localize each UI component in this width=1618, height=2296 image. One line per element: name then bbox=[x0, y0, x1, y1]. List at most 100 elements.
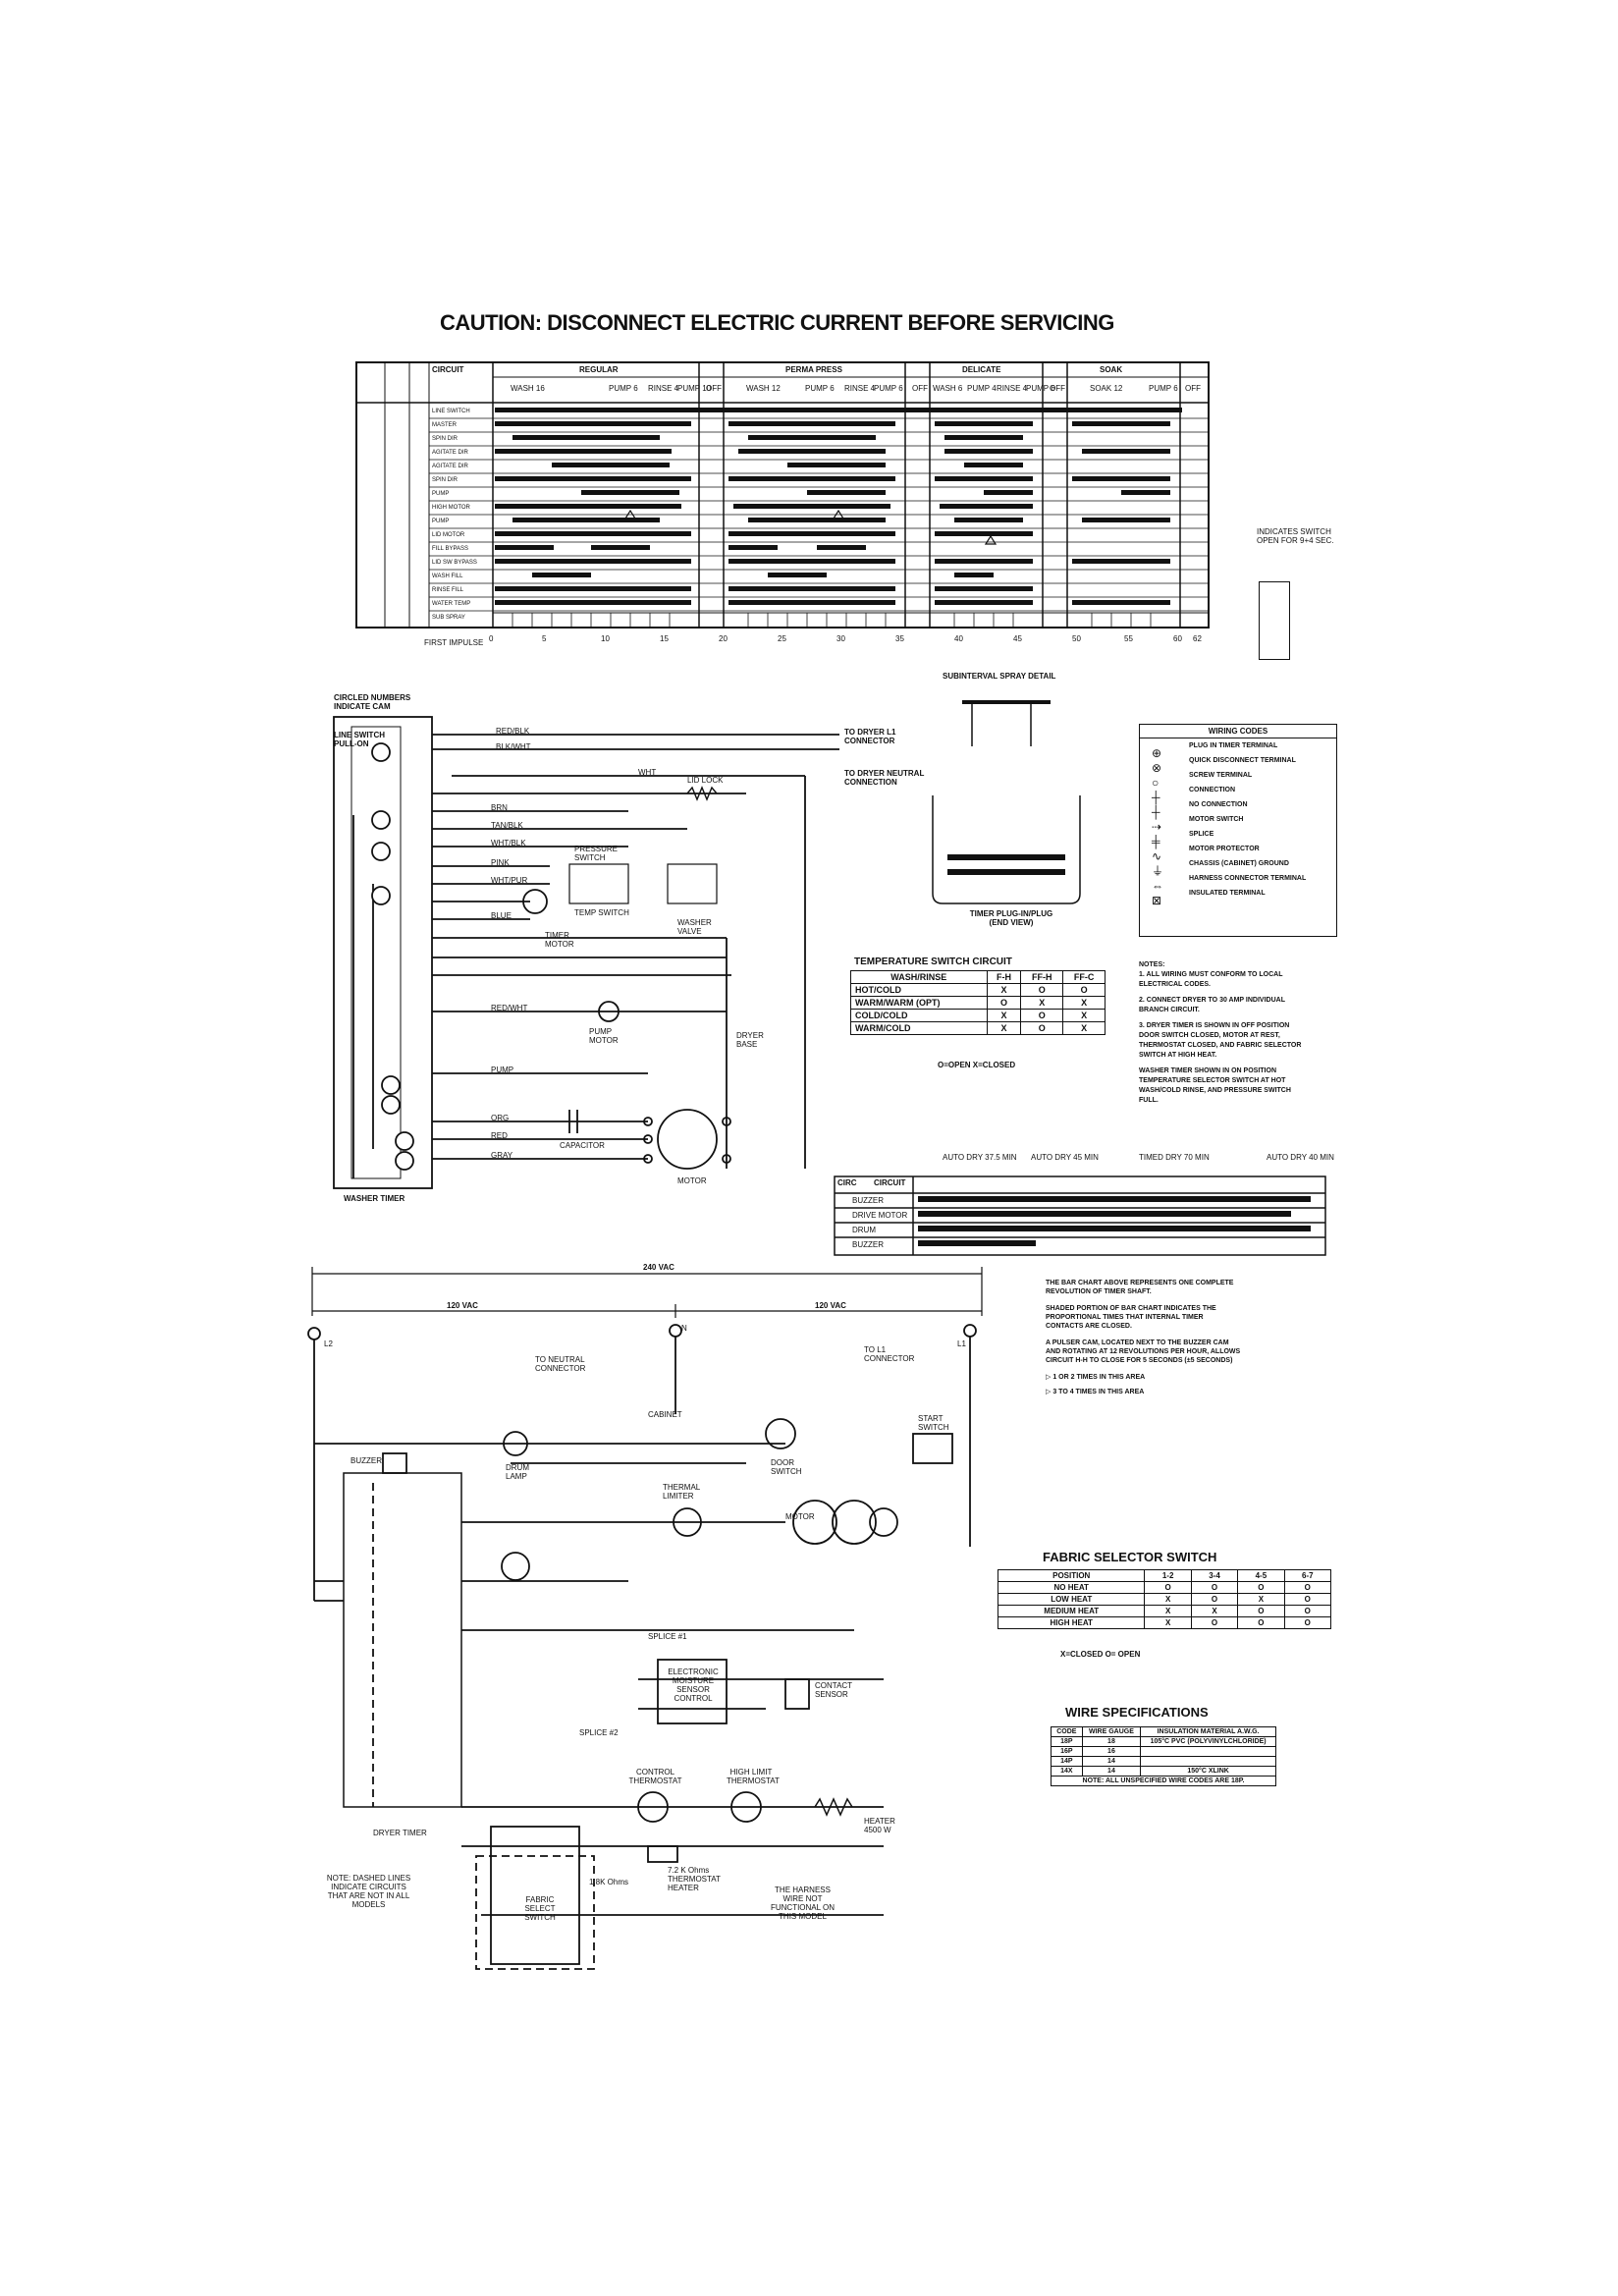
dryer-segment: AUTO DRY 37.5 MIN bbox=[943, 1153, 1017, 1162]
wire-wht-blk: WHT/BLK bbox=[491, 839, 526, 847]
lid-lock-label: LID LOCK bbox=[687, 776, 724, 785]
wire-wht-pur: WHT/PUR bbox=[491, 876, 528, 885]
wire-blk-wht: BLK/WHT bbox=[496, 742, 531, 751]
section-label: PUMP 4 bbox=[967, 384, 997, 393]
chart-header-regular: REGULAR bbox=[579, 365, 619, 374]
pressure-switch-label: PRESSURE SWITCH bbox=[574, 845, 619, 862]
connection-icon: ┼ bbox=[1152, 791, 1160, 804]
section-label: OFF bbox=[1050, 384, 1065, 393]
pulser-note: A PULSER CAM, LOCATED NEXT TO THE BUZZER… bbox=[1046, 1339, 1241, 1364]
legend-item: QUICK DISCONNECT TERMINAL bbox=[1189, 757, 1296, 764]
shaded-note: SHADED PORTION OF BAR CHART INDICATES TH… bbox=[1046, 1305, 1216, 1330]
drum-lamp-label: DRUM LAMP bbox=[506, 1463, 529, 1481]
contact-sensor-label: CONTACT SENSOR bbox=[815, 1681, 852, 1699]
section-label: WASH 12 bbox=[746, 384, 781, 393]
wire-org: ORG bbox=[491, 1114, 510, 1122]
buzzer-label: BUZZER bbox=[351, 1456, 382, 1465]
section-label: PUMP 10 bbox=[677, 384, 712, 393]
legend-item: MOTOR SWITCH bbox=[1189, 816, 1244, 823]
to-l1-label: TO L1 CONNECTOR bbox=[864, 1345, 915, 1363]
heater-label: HEATER 4500 W bbox=[864, 1817, 895, 1834]
plug-terminal-icon: ⊕ bbox=[1152, 746, 1162, 760]
section-label: WASH 16 bbox=[511, 384, 545, 393]
timer-motor-label: TIMER MOTOR bbox=[545, 931, 574, 949]
motor-protector-icon: ∿ bbox=[1152, 849, 1162, 863]
dryer-motor-label: MOTOR bbox=[785, 1512, 815, 1521]
temp-header: FF-H bbox=[1020, 970, 1064, 984]
l2-label: L2 bbox=[324, 1339, 333, 1348]
dryer-chart-row: DRIVE MOTOR bbox=[852, 1211, 908, 1220]
splice1-label: SPLICE #1 bbox=[648, 1632, 687, 1641]
dryer-chart-row: BUZZER bbox=[852, 1240, 884, 1249]
page-title: CAUTION: DISCONNECT ELECTRIC CURRENT BEF… bbox=[440, 310, 1114, 335]
minutes-box bbox=[1259, 581, 1290, 660]
temp-switch-label: TEMP SWITCH bbox=[574, 908, 629, 917]
subinterval-spray-label: SUBINTERVAL SPRAY DETAIL bbox=[943, 672, 1056, 681]
n-label: N bbox=[681, 1324, 687, 1333]
legend-item: INSULATED TERMINAL bbox=[1189, 890, 1266, 897]
legend-item: CONNECTION bbox=[1189, 787, 1236, 793]
wire-red-wht: RED/WHT bbox=[491, 1004, 528, 1012]
splice2-label: SPLICE #2 bbox=[579, 1728, 619, 1737]
motor-label: MOTOR bbox=[677, 1176, 707, 1185]
timer-plug-label: TIMER PLUG-IN/PLUG (END VIEW) bbox=[969, 909, 1053, 927]
scale-label: 62 bbox=[1193, 634, 1202, 643]
section-label: PUMP 6 bbox=[805, 384, 835, 393]
scale-label: 15 bbox=[660, 634, 669, 643]
motor-switch-icon: ⇢ bbox=[1152, 820, 1162, 834]
dryer-segment: AUTO DRY 45 MIN bbox=[1031, 1153, 1099, 1162]
vac-240-label: 240 VAC bbox=[643, 1263, 674, 1272]
scale-label: 40 bbox=[954, 634, 963, 643]
ground-icon: ⏚ bbox=[1152, 864, 1164, 878]
dryer-chart-row: BUZZER bbox=[852, 1196, 884, 1205]
wire-tan-blk: TAN/BLK bbox=[491, 821, 523, 830]
dryer-chart-header: CIRC bbox=[837, 1178, 857, 1187]
wire-red-blk: RED/BLK bbox=[496, 727, 530, 736]
no-connection-icon: ┼ bbox=[1152, 805, 1160, 819]
triangle-marker-icon bbox=[623, 509, 637, 519]
legend-item: NO CONNECTION bbox=[1189, 801, 1248, 808]
section-label: PUMP 6 bbox=[609, 384, 638, 393]
temperature-table-title: TEMPERATURE SWITCH CIRCUIT bbox=[854, 957, 1012, 967]
note-item: 1. ALL WIRING MUST CONFORM TO LOCAL ELEC… bbox=[1139, 971, 1283, 988]
door-switch-label: DOOR SWITCH bbox=[771, 1458, 802, 1476]
table-row: NOTE: ALL UNSPECIFIED WIRE CODES ARE 18P… bbox=[1051, 1776, 1276, 1786]
vac-120-right-label: 120 VAC bbox=[815, 1301, 846, 1310]
chart-header-circuit: CIRCUIT bbox=[432, 365, 464, 374]
ohms-label: 1.8K Ohms bbox=[589, 1878, 629, 1886]
note-item: 3. DRYER TIMER IS SHOWN IN OFF POSITION … bbox=[1139, 1022, 1302, 1059]
legend-item: SCREW TERMINAL bbox=[1189, 772, 1253, 779]
times-3-4-note: ▷ 3 TO 4 TIMES IN THIS AREA bbox=[1046, 1389, 1145, 1395]
section-label: RINSE 4 bbox=[844, 384, 876, 393]
scale-label: 35 bbox=[895, 634, 904, 643]
dryer-segment: AUTO DRY 40 MIN bbox=[1267, 1153, 1334, 1162]
wiring-codes-title: WIRING CODES bbox=[1140, 725, 1336, 738]
screw-terminal-icon: ○ bbox=[1152, 776, 1160, 790]
section-label: WASH 6 bbox=[933, 384, 963, 393]
section-label: PUMP 6 bbox=[1026, 384, 1055, 393]
triangle-marker-icon bbox=[832, 509, 845, 519]
dryer-chart-row: DRUM bbox=[852, 1226, 876, 1234]
chart-header-delicate: DELICATE bbox=[962, 365, 1001, 374]
wire-blue: BLUE bbox=[491, 911, 512, 920]
wire-gray: GRAY bbox=[491, 1151, 513, 1160]
fabric-legend: X=CLOSED O= OPEN bbox=[1060, 1650, 1141, 1659]
scale-label: 5 bbox=[542, 634, 547, 643]
start-switch-label: START SWITCH bbox=[918, 1414, 949, 1432]
l1-label: L1 bbox=[957, 1339, 966, 1348]
dryer-segment: TIMED DRY 70 MIN bbox=[1139, 1153, 1210, 1162]
dryer-chart-header: CIRCUIT bbox=[874, 1178, 906, 1187]
scale-label: 0 bbox=[489, 634, 494, 643]
scale-label: 30 bbox=[836, 634, 845, 643]
wire-wht: WHT bbox=[638, 768, 657, 777]
to-dryer-neutral-label: TO DRYER NEUTRAL CONNECTION bbox=[844, 769, 925, 787]
